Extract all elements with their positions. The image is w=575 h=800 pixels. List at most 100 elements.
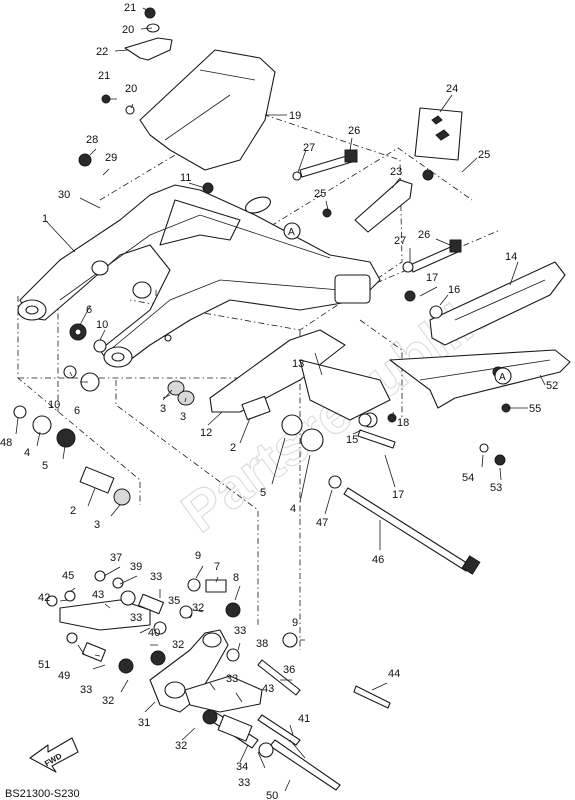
callout-label: 39 xyxy=(130,561,142,573)
callout-label: 19 xyxy=(289,110,301,122)
callout-label: 7 xyxy=(214,561,220,573)
fwd-arrow-icon: FWD xyxy=(29,737,79,773)
bearing-group-left xyxy=(13,405,131,506)
callout-label: 33 xyxy=(226,673,238,685)
callout-label: 3 xyxy=(94,519,100,531)
collar-20-icon xyxy=(146,23,160,33)
callout-label: 4 xyxy=(24,447,30,459)
callout-label: 8 xyxy=(233,572,239,584)
callout-label: 31 xyxy=(138,717,150,729)
callout-label: 18 xyxy=(397,417,409,429)
callout-label: 51 xyxy=(38,659,50,671)
callout-label: 32 xyxy=(102,695,114,707)
callout-label: 14 xyxy=(505,251,517,263)
callout-label: 33 xyxy=(130,612,142,624)
callout-label: 54 xyxy=(462,472,474,484)
bracket-23-part xyxy=(354,179,413,233)
guard-13-part xyxy=(299,359,391,421)
callout-label: 45 xyxy=(62,570,74,582)
lower-guard-part xyxy=(389,349,571,409)
callout-label: 44 xyxy=(388,668,400,680)
diagram-code: BS21300-S230 xyxy=(5,788,80,800)
callout-label: 27 xyxy=(394,235,406,247)
callout-label: 5 xyxy=(260,487,266,499)
callout-label: 47 xyxy=(316,517,328,529)
callout-label: 49 xyxy=(58,670,70,682)
callout-label: 1 xyxy=(42,213,48,225)
callout-label: 3 xyxy=(180,411,186,423)
callout-label: 32 xyxy=(172,639,184,651)
callout-label: 20 xyxy=(122,24,134,36)
callout-label: 52 xyxy=(546,380,558,392)
callout-label: 36 xyxy=(283,664,295,676)
callout-label: 26 xyxy=(418,229,430,241)
callout-label: 4 xyxy=(290,503,296,515)
callout-label: 43 xyxy=(262,683,274,695)
link-bracket-part xyxy=(209,329,346,413)
callout-label: 27 xyxy=(303,142,315,154)
callout-label: 25 xyxy=(478,149,490,161)
callout-label: 21 xyxy=(124,2,136,14)
callout-label: 12 xyxy=(200,427,212,439)
callout-label: 6 xyxy=(74,405,80,417)
callout-label: 6 xyxy=(86,304,92,316)
callout-label: 43 xyxy=(92,589,104,601)
callout-label: 3 xyxy=(160,403,166,415)
callout-label: 25 xyxy=(314,188,326,200)
callout-label: 26 xyxy=(348,125,360,137)
callout-label: 33 xyxy=(234,625,246,637)
callout-label: 33 xyxy=(150,571,162,583)
callout-label: 34 xyxy=(236,761,248,773)
callout-label: 21 xyxy=(98,70,110,82)
callout-label: 30 xyxy=(58,189,70,201)
linkage-bearings-group xyxy=(46,570,298,758)
callout-label: 33 xyxy=(238,777,250,789)
callout-label: 2 xyxy=(230,442,236,454)
callout-label: 29 xyxy=(105,152,117,164)
small-bolts-group xyxy=(78,153,511,466)
callout-label: 35 xyxy=(168,595,180,607)
pivot-shaft-part xyxy=(343,487,481,575)
callout-label: 9 xyxy=(292,617,298,629)
callout-label: 22 xyxy=(96,46,108,58)
callout-label: 11 xyxy=(180,172,191,184)
callout-label: 13 xyxy=(292,358,304,370)
callout-label: 15 xyxy=(346,434,358,446)
callout-label: 37 xyxy=(110,552,122,564)
callout-label: 2 xyxy=(70,505,76,517)
callout-label: 32 xyxy=(175,740,187,752)
chain-case-part xyxy=(139,49,276,171)
callout-label: 55 xyxy=(529,403,541,415)
callout-labels: 21 20 22 19 21 20 24 28 29 27 26 25 11 3… xyxy=(0,2,558,800)
callout-label: 10 xyxy=(96,319,108,331)
ref-marker-label: A xyxy=(288,227,295,238)
leader-lines xyxy=(15,7,546,792)
callout-label: 50 xyxy=(266,790,278,800)
callout-label: 33 xyxy=(80,684,92,696)
chain-guard-part xyxy=(429,261,566,346)
callout-label: 9 xyxy=(195,550,201,562)
callout-label: 24 xyxy=(446,83,458,95)
callout-label: 46 xyxy=(372,554,384,566)
callout-label: 38 xyxy=(256,638,268,650)
reference-marker-upper: A xyxy=(283,222,301,240)
callout-label: 28 xyxy=(86,134,98,146)
bracket-part xyxy=(124,37,173,61)
bolt-21-icon xyxy=(144,7,156,19)
callout-label: 17 xyxy=(426,272,438,284)
callout-label: 42 xyxy=(38,592,50,604)
callout-label: 16 xyxy=(448,284,460,296)
callout-label: 48 xyxy=(0,437,12,449)
callout-label: 10 xyxy=(48,399,60,411)
callout-label: 23 xyxy=(390,166,402,178)
callout-label: 41 xyxy=(298,713,310,725)
callout-label: 40 xyxy=(148,627,160,639)
callout-label: 17 xyxy=(392,489,404,501)
collar-20b-icon xyxy=(125,105,135,115)
callout-label: 53 xyxy=(490,482,502,494)
swingarm-part xyxy=(17,184,381,368)
ref-marker-label-2: A xyxy=(499,372,506,383)
callout-label: 20 xyxy=(125,83,137,95)
callout-label: 32 xyxy=(192,602,204,614)
